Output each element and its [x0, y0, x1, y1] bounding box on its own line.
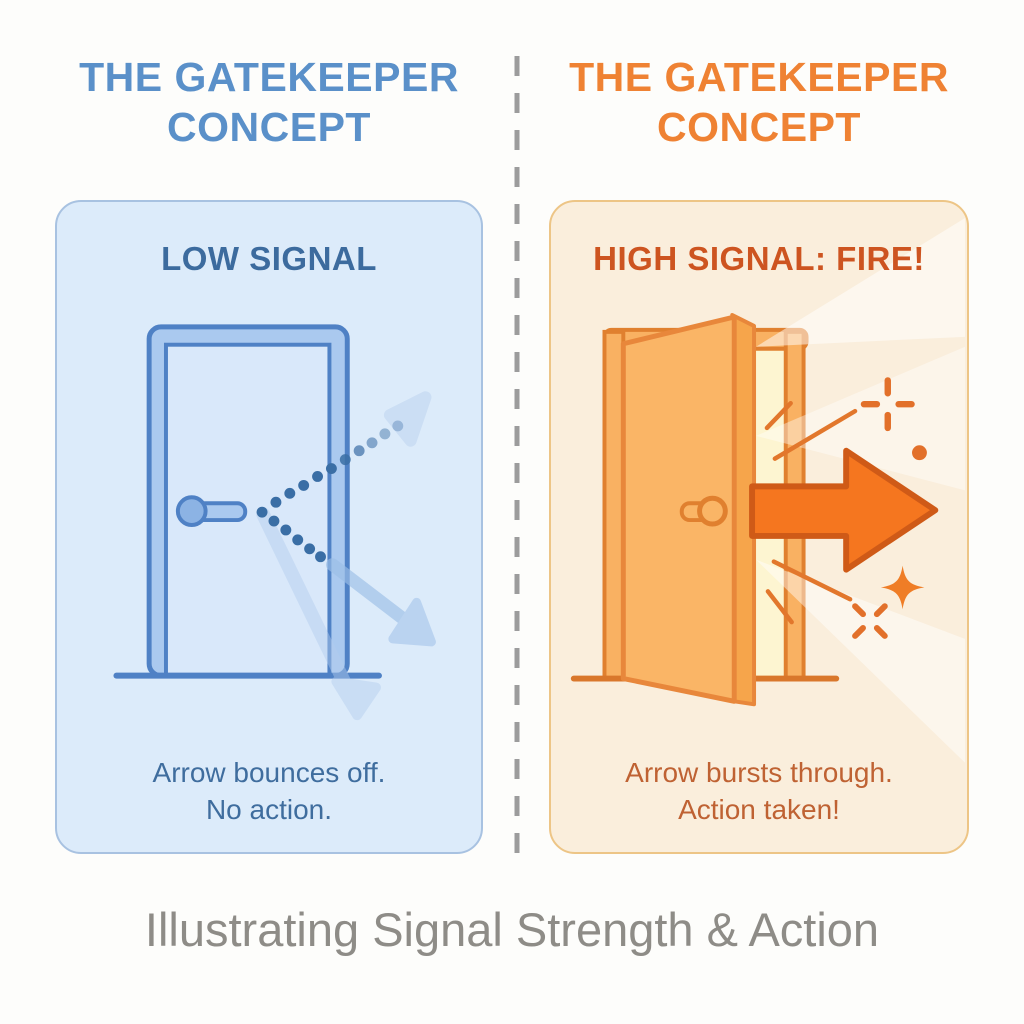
high-signal-panel: HIGH SIGNAL: FIRE! Arrow bursts through.… — [549, 200, 969, 854]
high-signal-caption-line1: Arrow bursts through. — [625, 757, 893, 788]
plus-sparkle-icon — [860, 377, 915, 432]
low-signal-caption-line1: Arrow bounces off. — [152, 757, 386, 788]
x-sparkle-icon — [852, 603, 888, 639]
faded-fall-arrow — [256, 507, 381, 721]
burst-speed-lines — [764, 400, 858, 625]
door-handle-knob — [175, 495, 208, 527]
left-title-line1: THE GATEKEEPER — [79, 54, 459, 100]
right-title-line1: THE GATEKEEPER — [569, 54, 949, 100]
high-signal-caption-line2: Action taken! — [678, 794, 840, 825]
footer-caption: Illustrating Signal Strength & Action — [144, 903, 880, 956]
fall-arrow-head — [331, 676, 381, 721]
closed-door-illustration — [113, 324, 436, 721]
high-signal-heading: HIGH SIGNAL: FIRE! — [593, 240, 925, 277]
deflect-arrow-shaft — [325, 558, 411, 626]
low-signal-panel: LOW SIGNAL Arrow bounces off. No action. — [55, 200, 483, 854]
dot-sparkle-icon — [912, 445, 927, 461]
frame-left-jamb — [602, 329, 626, 681]
door-handle-ring — [697, 495, 728, 527]
star-sparkle-icon — [880, 565, 925, 610]
low-signal-caption: Arrow bounces off. No action. — [57, 754, 481, 828]
left-title: THE GATEKEEPER CONCEPT — [54, 52, 484, 152]
low-signal-caption-line2: No action. — [205, 794, 333, 825]
closed-door-icon — [113, 324, 382, 679]
dotted-trajectory — [256, 420, 404, 563]
burst-arrow — [749, 447, 939, 573]
high-signal-caption: Arrow bursts through. Action taken! — [551, 754, 967, 828]
door-leaf — [620, 314, 737, 704]
fall-arrow-shaft — [256, 507, 360, 706]
dashed-divider — [514, 56, 520, 862]
faded-bounce-arrowhead — [383, 391, 432, 447]
deflect-arrow-head — [388, 597, 436, 647]
right-title: THE GATEKEEPER CONCEPT — [544, 52, 974, 152]
low-signal-heading: LOW SIGNAL — [161, 240, 377, 277]
left-title-line2: CONCEPT — [167, 104, 371, 150]
open-door-illustration — [570, 217, 966, 763]
faded-deflect-arrow — [325, 558, 436, 647]
right-title-line2: CONCEPT — [657, 104, 861, 150]
